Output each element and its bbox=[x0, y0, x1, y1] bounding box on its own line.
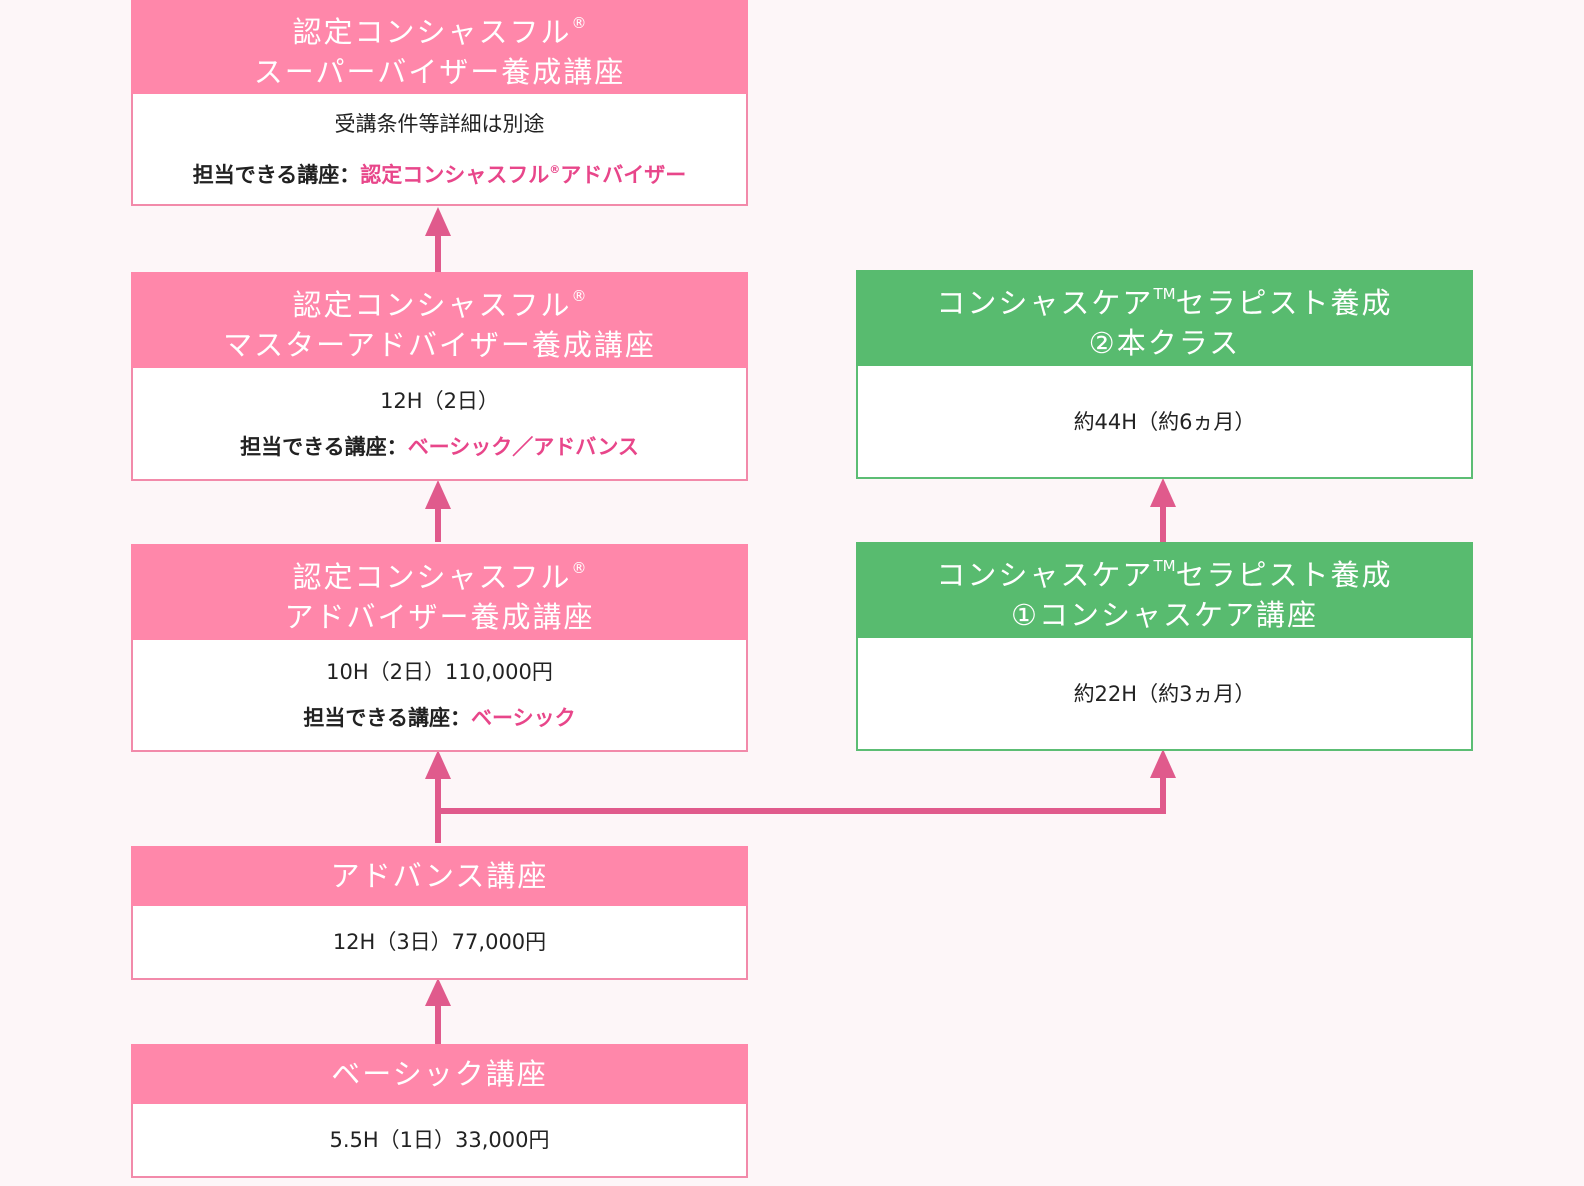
teach-value: ベーシック bbox=[471, 706, 576, 730]
care1-detail: 約22H（約3ヵ月） bbox=[1073, 681, 1256, 706]
basic-course-body: 5.5H（1日）33,000円 bbox=[133, 1104, 746, 1176]
teach-value: ベーシック／アドバンス bbox=[407, 434, 639, 459]
master-title-line2: マスターアドバイザー養成講座 bbox=[223, 327, 656, 362]
care1-title-line1: コンシャスケアTMセラピスト養成 bbox=[936, 556, 1393, 592]
advance-title: アドバンス講座 bbox=[330, 859, 549, 893]
advance-course-header: アドバンス講座 bbox=[131, 846, 748, 906]
advisor-title-line2: アドバイザー養成講座 bbox=[284, 599, 595, 634]
care2-title-line1: コンシャスケアTMセラピスト養成 bbox=[936, 284, 1393, 320]
care1-title-line2: ①コンシャスケア講座 bbox=[1011, 597, 1318, 632]
teach-value: 認定コンシャスフル®アドバイザー bbox=[360, 162, 687, 187]
master-teach-line: 担当できる講座：ベーシック／アドバンス bbox=[240, 424, 639, 470]
care-course-body: 約22H（約3ヵ月） bbox=[858, 638, 1471, 749]
supervisor-title-line1: 認定コンシャスフル® bbox=[292, 13, 587, 49]
care2-title-line2: ②本クラス bbox=[1088, 325, 1241, 360]
teach-label: 担当できる講座： bbox=[240, 434, 408, 459]
advance-detail: 12H（3日）77,000円 bbox=[332, 930, 547, 954]
arrow-branch-to-care1 bbox=[435, 749, 1176, 814]
basic-detail: 5.5H（1日）33,000円 bbox=[329, 1128, 550, 1152]
master-detail: 12H（2日） bbox=[380, 388, 499, 413]
basic-title: ベーシック講座 bbox=[331, 1057, 548, 1091]
advisor-course-box: 認定コンシャスフル® アドバイザー養成講座 10H（2日）110,000円 担当… bbox=[131, 544, 748, 752]
master-course-body: 12H（2日） 担当できる講座：ベーシック／アドバンス bbox=[133, 368, 746, 479]
arrow-basic bbox=[425, 978, 451, 1044]
teach-label: 担当できる講座： bbox=[192, 162, 361, 187]
arrow-advisor bbox=[425, 750, 451, 843]
supervisor-course-box: 認定コンシャスフル® スーパーバイザー養成講座 受講条件等詳細は別途 担当できる… bbox=[131, 0, 748, 206]
advisor-title-line1: 認定コンシャスフル® bbox=[292, 558, 587, 594]
supervisor-detail: 受講条件等詳細は別途 bbox=[334, 111, 545, 136]
teach-label: 担当できる講座： bbox=[303, 706, 471, 730]
care-course-box: コンシャスケアTMセラピスト養成 ①コンシャスケア講座 約22H（約3ヵ月） bbox=[856, 542, 1473, 751]
care-main-class-body: 約44H（約6ヵ月） bbox=[858, 366, 1471, 477]
master-course-header: 認定コンシャスフル® マスターアドバイザー養成講座 bbox=[131, 272, 748, 368]
care-course-header: コンシャスケアTMセラピスト養成 ①コンシャスケア講座 bbox=[856, 542, 1473, 638]
supervisor-course-header: 認定コンシャスフル® スーパーバイザー養成講座 bbox=[131, 0, 748, 94]
advisor-course-body: 10H（2日）110,000円 担当できる講座：ベーシック bbox=[133, 640, 746, 750]
arrow-supervisor bbox=[425, 207, 451, 272]
advisor-teach-line: 担当できる講座：ベーシック bbox=[303, 695, 575, 741]
advisor-course-header: 認定コンシャスフル® アドバイザー養成講座 bbox=[131, 544, 748, 640]
supervisor-teach-line: 担当できる講座：認定コンシャスフル®アドバイザー bbox=[193, 147, 687, 198]
arrow-master bbox=[425, 480, 451, 542]
supervisor-course-body: 受講条件等詳細は別途 担当できる講座：認定コンシャスフル®アドバイザー bbox=[133, 94, 746, 204]
supervisor-title-line2: スーパーバイザー養成講座 bbox=[253, 54, 626, 89]
advance-course-box: アドバンス講座 12H（3日）77,000円 bbox=[131, 846, 748, 980]
care-main-class-header: コンシャスケアTMセラピスト養成 ②本クラス bbox=[856, 270, 1473, 366]
advisor-detail: 10H（2日）110,000円 bbox=[326, 660, 553, 684]
master-title-line1: 認定コンシャスフル® bbox=[292, 286, 587, 322]
basic-course-box: ベーシック講座 5.5H（1日）33,000円 bbox=[131, 1044, 748, 1178]
care-main-class-box: コンシャスケアTMセラピスト養成 ②本クラス 約44H（約6ヵ月） bbox=[856, 270, 1473, 479]
care2-detail: 約44H（約6ヵ月） bbox=[1073, 409, 1256, 434]
basic-course-header: ベーシック講座 bbox=[131, 1044, 748, 1104]
arrow-care2 bbox=[1150, 478, 1176, 545]
master-course-box: 認定コンシャスフル® マスターアドバイザー養成講座 12H（2日） 担当できる講… bbox=[131, 272, 748, 481]
advance-course-body: 12H（3日）77,000円 bbox=[133, 906, 746, 978]
